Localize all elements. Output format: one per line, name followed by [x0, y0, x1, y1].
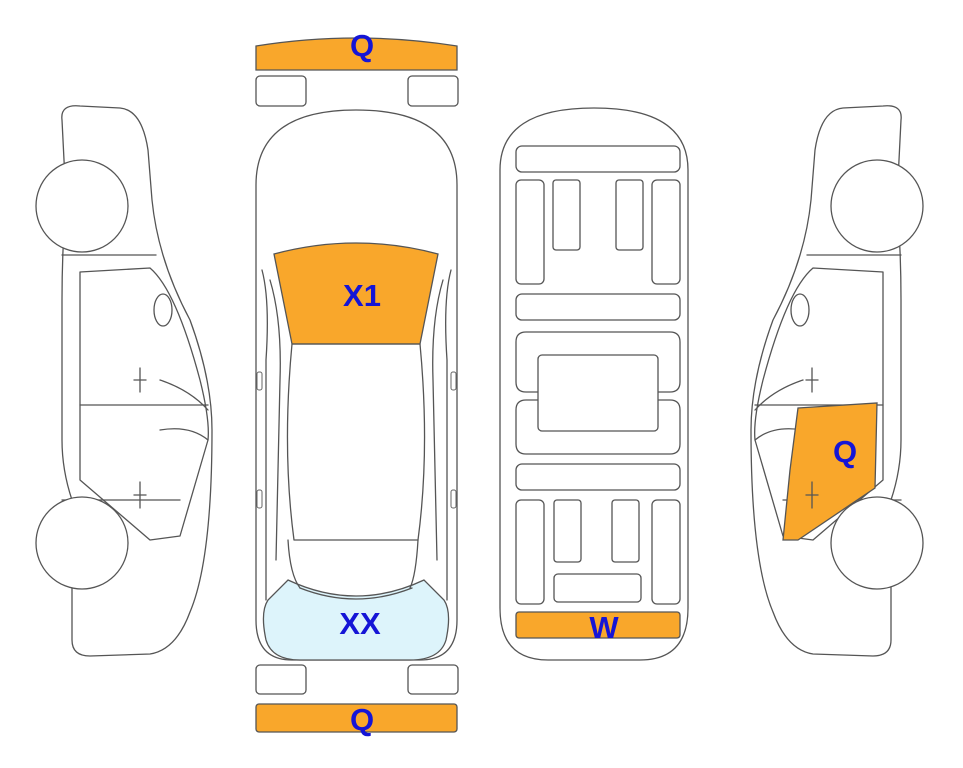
wheel-icon — [35, 159, 129, 253]
underbody-rear-part[interactable] — [515, 611, 681, 639]
rear-window-label: XX — [339, 606, 381, 641]
wheel-icon — [35, 496, 129, 590]
left-side-view — [35, 105, 213, 657]
right-side-view — [750, 105, 924, 657]
rear-bumper-label: Q — [350, 702, 374, 737]
wheel-icon — [830, 159, 924, 253]
rear-window-part[interactable] — [262, 579, 450, 661]
front-bumper-part[interactable] — [255, 37, 458, 71]
windshield-label: X1 — [343, 278, 381, 313]
wheel-icon — [830, 496, 924, 590]
rear-bumper-part[interactable] — [255, 703, 458, 733]
rear-door-right-part[interactable] — [782, 402, 878, 541]
underbody-rear-label: W — [589, 610, 619, 645]
underbody-view — [499, 107, 689, 661]
top-view — [255, 37, 459, 733]
front-bumper-label: Q — [350, 28, 374, 63]
windshield-part[interactable] — [273, 242, 439, 345]
rear-door-right-label: Q — [833, 434, 857, 469]
